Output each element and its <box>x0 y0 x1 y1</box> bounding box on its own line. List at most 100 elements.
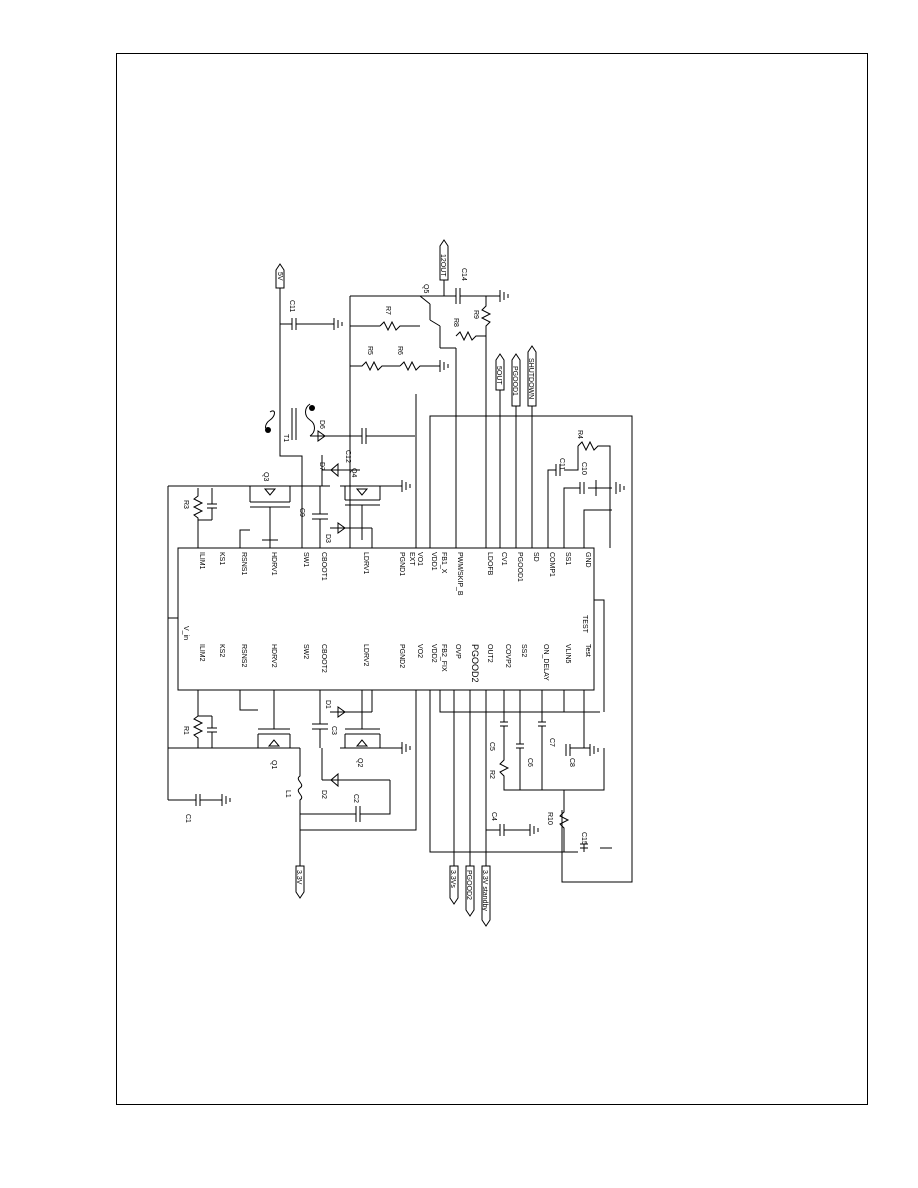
ic-bottom-pin-0: ILIM2 <box>198 644 205 662</box>
ic-top-pin-5: CBOOT1 <box>320 552 327 581</box>
ic-top-pin-18: SS1 <box>564 552 571 565</box>
ic-bottom-pin-13: OUT2 <box>486 644 493 663</box>
q3-fet <box>225 485 330 541</box>
r9-label: R9 <box>472 310 479 319</box>
net-pgood1-label: PGOOD1 <box>511 366 518 396</box>
r6-resistor <box>399 360 449 372</box>
net-3v3-label: 3.3V <box>295 870 302 885</box>
c12-label: C12 <box>344 450 351 463</box>
q5-transistor <box>419 295 456 349</box>
r5-resistor <box>350 360 400 372</box>
c1-label: C1 <box>184 814 191 823</box>
ic-bottom-pin-9: VDD2 <box>430 644 437 663</box>
top-routing <box>415 336 633 883</box>
net-12out-label: 12OUT <box>439 254 446 277</box>
flag-3v3-standby <box>481 865 491 927</box>
t1-transformer <box>265 403 315 440</box>
c10-label: C10 <box>580 462 587 475</box>
c15-label: C15 <box>580 832 587 845</box>
ic-top-pin-17: COMP1 <box>548 552 555 577</box>
ic-top-pin-14: CV1 <box>500 552 507 566</box>
ic-top-pin-16: SD <box>532 552 539 562</box>
flag-5out <box>495 353 505 391</box>
ic-top-pin-7: PGND1 <box>398 552 405 576</box>
ic-bottom-pin-12: PGOOD2 <box>470 644 480 683</box>
ext-rail <box>349 295 420 548</box>
c9-capacitor <box>312 486 328 548</box>
c8-label: C8 <box>568 758 575 767</box>
ic-bottom-pin-10: FB2_FIX <box>440 644 447 672</box>
q2-label: Q2 <box>356 758 363 767</box>
flag-pgood2 <box>465 865 475 917</box>
ic-bottom-pin-5: CBOOT2 <box>320 644 327 673</box>
d7-label: D7 <box>318 462 325 471</box>
sw1-link <box>279 398 303 486</box>
q1-label: Q1 <box>270 760 277 769</box>
ic-top-pin-10: VDD1 <box>430 552 437 571</box>
ic-bottom-pin-17: VLIN5 <box>564 644 571 664</box>
r3-resistor <box>192 488 204 548</box>
ic-bottom-pin-16: ON_DELAY <box>542 644 549 681</box>
t1-label: T1 <box>282 434 289 442</box>
vin-rail <box>167 485 225 800</box>
l1-label: L1 <box>284 790 291 798</box>
ic-bottom-pin-14: COVP2 <box>504 644 511 668</box>
ic-top-pin-1: KS1 <box>218 552 225 565</box>
d2-diode <box>321 748 390 788</box>
r2-label: R2 <box>488 770 495 779</box>
c7-label: C7 <box>548 738 555 747</box>
ic-top-pin-11: FB1_X <box>440 552 447 574</box>
r6-label: R6 <box>396 346 403 355</box>
d6-diode <box>310 430 350 442</box>
c1-capacitor <box>168 794 231 806</box>
ic-top-pin-6: LDRV1 <box>362 552 369 575</box>
d6-label: D6 <box>318 420 325 429</box>
drawing-border <box>116 53 868 1105</box>
flag-5v <box>275 263 285 289</box>
v5-rail <box>279 288 343 398</box>
c6-label: C6 <box>526 758 533 767</box>
d3-label: D3 <box>324 534 331 543</box>
net-shutdown-label: SHUTDOWN <box>527 358 534 399</box>
ic-top-pin-19: GND <box>584 552 591 568</box>
r4-label: R4 <box>576 430 583 439</box>
flag-shutdown <box>527 345 537 407</box>
controller-ic <box>177 547 595 691</box>
c4-label: C4 <box>490 812 497 821</box>
c10-capacitor <box>579 482 585 494</box>
l1-inductor <box>297 748 303 866</box>
vo2-feedback <box>300 690 417 831</box>
r10-label: R10 <box>546 812 553 825</box>
net-pgood2-label: PGOOD2 <box>465 870 472 900</box>
c11-top-label: C11 <box>288 300 295 312</box>
q4-fet <box>340 485 395 540</box>
ic-top-pin-12: PWM/SKIP_B <box>456 552 463 596</box>
q3-label: Q3 <box>262 472 269 481</box>
r7-label: R7 <box>384 306 391 315</box>
c3-label: C3 <box>330 726 337 735</box>
d2-label: D2 <box>320 790 327 799</box>
r8-label: R8 <box>452 318 459 327</box>
d1-diode <box>330 690 373 718</box>
q5-label: Q5 <box>422 284 429 293</box>
ic-bottom-pin-15: SS2 <box>520 644 527 657</box>
c12-capacitor <box>350 428 415 444</box>
d7-diode <box>321 455 360 486</box>
flag-3v3s <box>449 865 459 905</box>
ic-top-pin-15: PGOOD1 <box>516 552 523 582</box>
c5-label: C5 <box>488 742 495 751</box>
net-3v3s-label: 3.3Vs <box>449 870 456 888</box>
c14-label: C14 <box>460 268 467 281</box>
ic-bottom-pin-2: RSNS2 <box>240 644 247 667</box>
r8-resistor <box>455 330 486 342</box>
ic-test-label: TEST <box>581 615 588 634</box>
d3-diode <box>330 522 373 548</box>
flag-3v3 <box>295 865 305 899</box>
r1-cap <box>198 715 217 748</box>
ic-top-pin-13: LDOFB <box>486 552 493 576</box>
flag-pgood1 <box>511 353 521 407</box>
gnd-bottom-1 <box>395 742 411 754</box>
ic-top-pin-8: EXT <box>408 552 415 566</box>
q2-fet <box>340 690 395 749</box>
